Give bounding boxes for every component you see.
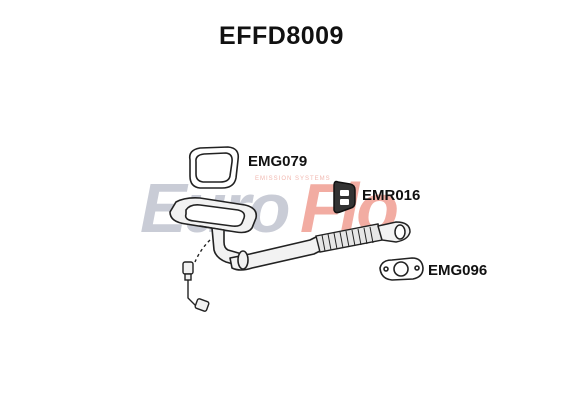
pipe-body [199,225,323,271]
rubber-mount-emr016-drawing [333,180,356,214]
gasket-emg079-drawing [188,146,240,189]
part-label-emg079: EMG079 [248,153,308,170]
page-title: EFFD8009 [219,22,344,50]
flange-gasket-emg096-drawing [379,257,424,281]
oxygen-sensor [182,239,211,312]
manifold-flange [169,197,258,234]
flex-joint [315,223,383,253]
watermark-tagline: EMISSION SYSTEMS [255,176,331,182]
part-label-emr016: EMR016 [362,187,421,204]
part-label-emg096: EMG096 [428,262,488,279]
rear-flange [377,221,411,243]
